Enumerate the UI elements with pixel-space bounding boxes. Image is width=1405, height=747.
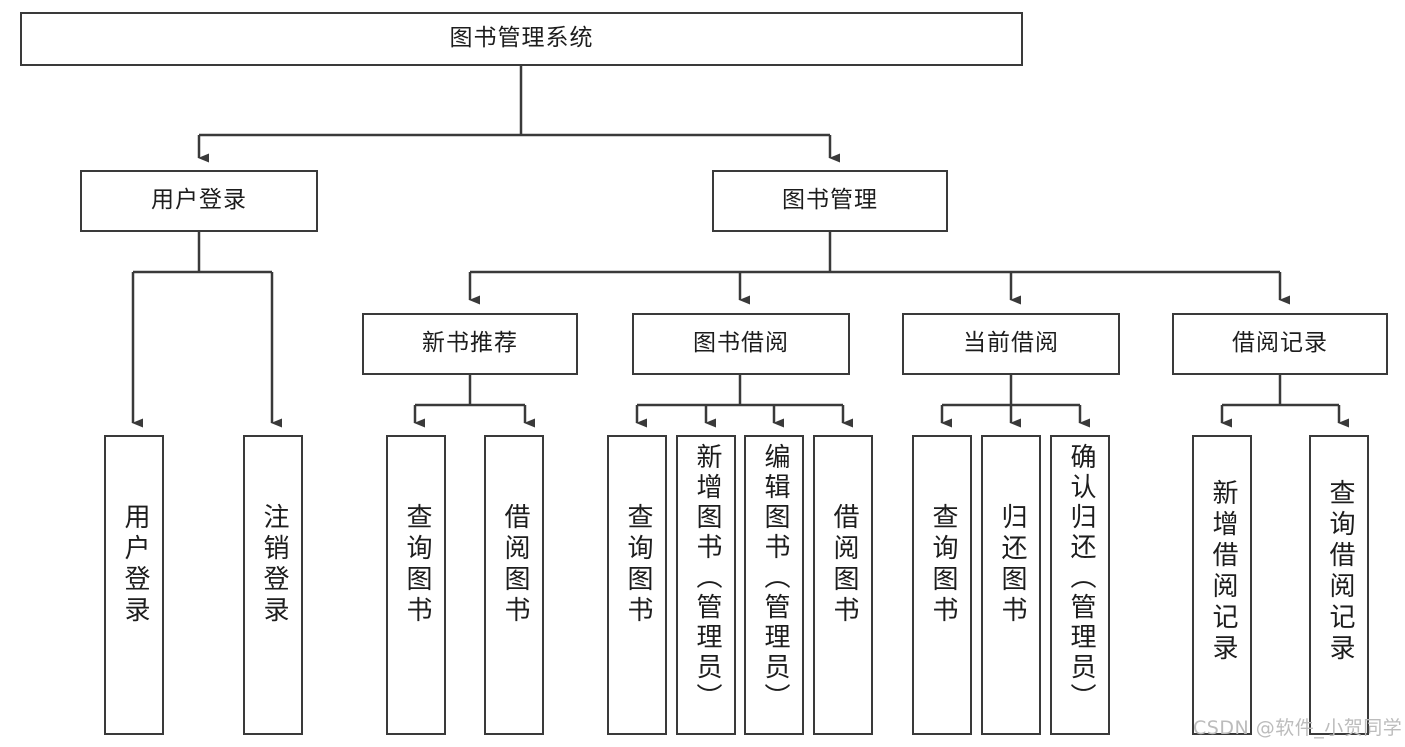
leaf-add-book-admin[interactable]: 新增图书（管理员）	[676, 435, 736, 735]
node-label: 图书管理系统	[449, 25, 594, 52]
node-label: 查询图书	[401, 503, 432, 627]
watermark-text: CSDN @软件_小贺同学	[1193, 717, 1403, 739]
node-label: 查询借阅记录	[1324, 479, 1355, 665]
node-label: 当前借阅	[963, 330, 1059, 357]
node-book-management[interactable]: 图书管理	[712, 170, 948, 232]
leaf-query-book-nb[interactable]: 查询图书	[386, 435, 446, 735]
node-label: 用户登录	[151, 187, 247, 214]
node-label: 新增借阅记录	[1207, 479, 1238, 665]
node-label: 图书管理	[782, 187, 878, 214]
node-label: 新增图书（管理员）	[691, 443, 722, 713]
node-label: 借阅记录	[1232, 330, 1328, 357]
node-label: 注销登录	[258, 503, 289, 627]
node-new-book-recommend[interactable]: 新书推荐	[362, 313, 578, 375]
node-label: 借阅图书	[499, 503, 530, 627]
node-label: 编辑图书（管理员）	[759, 443, 790, 713]
leaf-logout-login[interactable]: 注销登录	[243, 435, 303, 735]
leaf-query-borrow-record[interactable]: 查询借阅记录	[1309, 435, 1369, 735]
node-label: 查询图书	[927, 503, 958, 627]
leaf-edit-book-admin[interactable]: 编辑图书（管理员）	[744, 435, 804, 735]
node-book-borrow[interactable]: 图书借阅	[632, 313, 850, 375]
node-label: 确认归还（管理员）	[1065, 443, 1096, 713]
leaf-user-login[interactable]: 用户登录	[104, 435, 164, 735]
node-label: 借阅图书	[828, 503, 859, 627]
leaf-add-borrow-record[interactable]: 新增借阅记录	[1192, 435, 1252, 735]
node-label: 归还图书	[996, 503, 1027, 627]
node-borrow-record[interactable]: 借阅记录	[1172, 313, 1388, 375]
node-label: 新书推荐	[422, 330, 518, 357]
node-root-book-management-system[interactable]: 图书管理系统	[20, 12, 1023, 66]
leaf-query-book-bb[interactable]: 查询图书	[607, 435, 667, 735]
leaf-borrow-book-nb[interactable]: 借阅图书	[484, 435, 544, 735]
node-user-login[interactable]: 用户登录	[80, 170, 318, 232]
node-current-borrow[interactable]: 当前借阅	[902, 313, 1120, 375]
leaf-confirm-return-admin[interactable]: 确认归还（管理员）	[1050, 435, 1110, 735]
node-label: 图书借阅	[693, 330, 789, 357]
leaf-query-book-cb[interactable]: 查询图书	[912, 435, 972, 735]
leaf-return-book[interactable]: 归还图书	[981, 435, 1041, 735]
node-label: 查询图书	[622, 503, 653, 627]
node-label: 用户登录	[119, 503, 150, 627]
leaf-borrow-book-bb[interactable]: 借阅图书	[813, 435, 873, 735]
